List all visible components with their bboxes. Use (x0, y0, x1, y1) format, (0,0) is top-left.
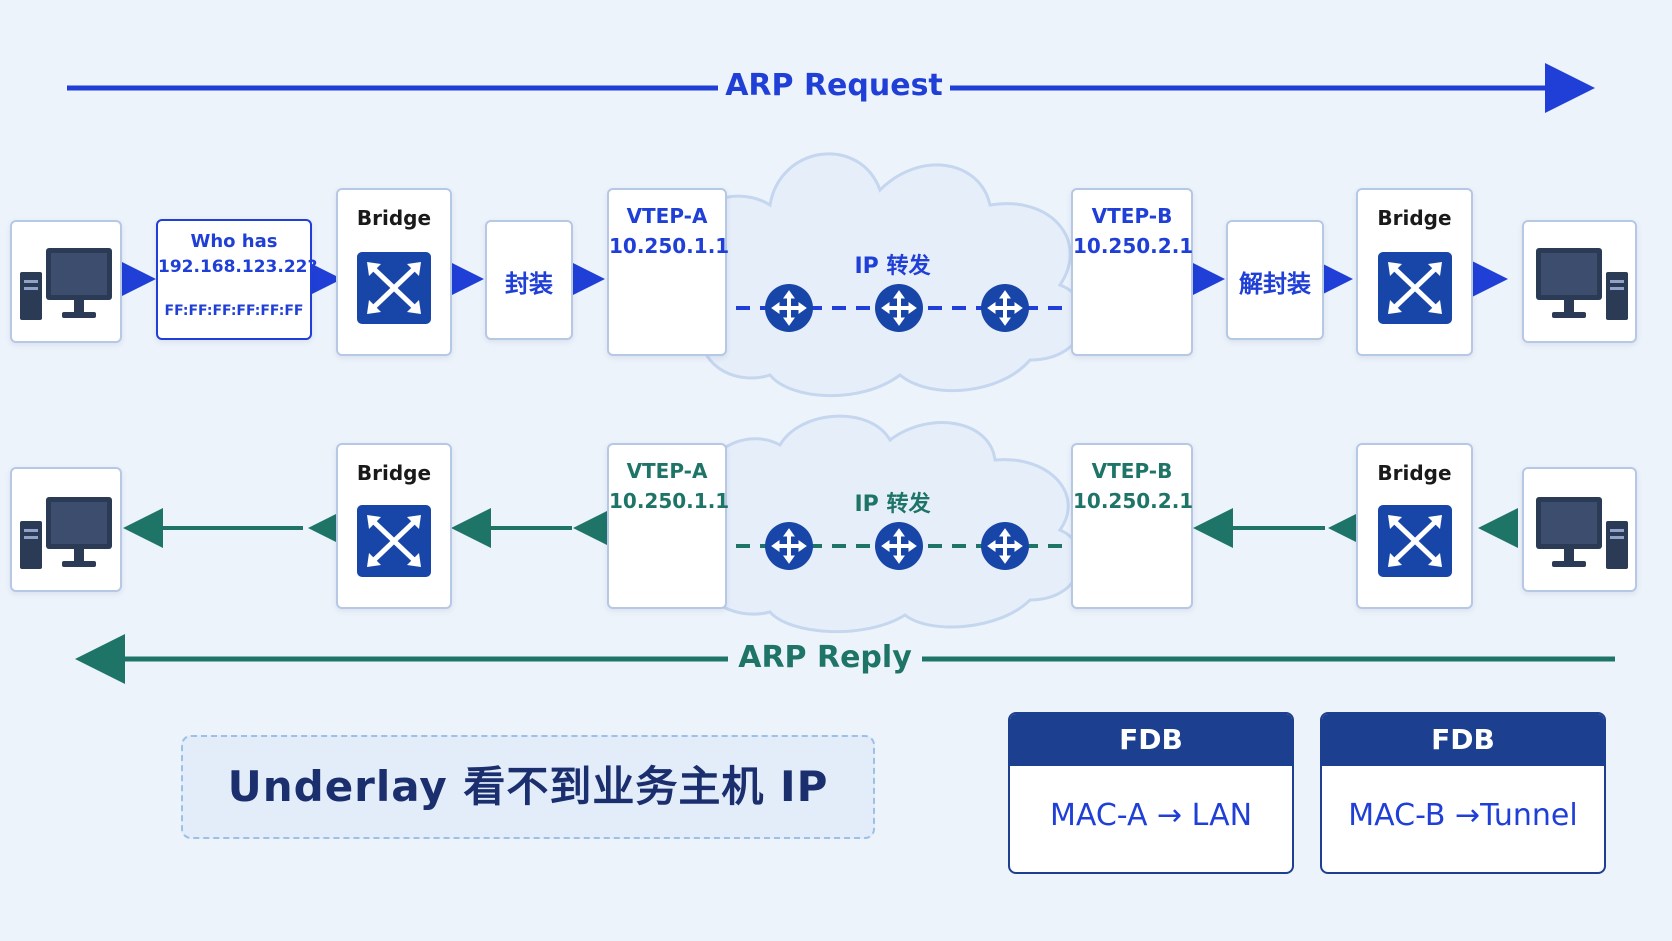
arp-query-box: Who has 192.168.123.22? FF:FF:FF:FF:FF:F… (156, 219, 318, 340)
fdb-entry: MAC-A → LAN (1049, 798, 1253, 833)
host-b-reply (1522, 467, 1637, 592)
host-a-reply (10, 467, 122, 592)
vtep-a-request: VTEP-A 10.250.1.1 (607, 188, 730, 356)
query-ip: 192.168.123.22? (158, 257, 318, 277)
ip-forward-label: IP 转发 (854, 254, 931, 279)
arp-request-title: ARP Request (725, 68, 943, 103)
bridge-label: Bridge (1377, 461, 1452, 485)
computer-icon (20, 497, 112, 569)
switch-icon (357, 252, 431, 324)
vtep-b-name: VTEP-B (1091, 204, 1173, 228)
underlay-note: Underlay 看不到业务主机 IP (181, 735, 875, 839)
query-who-has: Who has (190, 231, 278, 252)
encap-label: 封装 (505, 270, 553, 298)
switch-icon (1378, 505, 1452, 577)
fdb-table-b: FDB MAC-B →Tunnel (1320, 712, 1606, 874)
switch-icon (1378, 252, 1452, 324)
vtep-b-request: VTEP-B 10.250.2.1 (1071, 188, 1193, 356)
bridge-label: Bridge (356, 461, 432, 485)
vtep-b-reply: VTEP-B 10.250.2.1 (1071, 443, 1193, 609)
switch-icon (357, 505, 431, 577)
vtep-a-ip: 10.250.1.1 (609, 234, 730, 258)
bridge-label: Bridge (1377, 206, 1452, 230)
vtep-a-name: VTEP-A (626, 459, 708, 483)
fdb-header: FDB (1010, 714, 1292, 766)
query-mac: FF:FF:FF:FF:FF:FF (164, 303, 304, 319)
computer-icon (1536, 497, 1628, 569)
computer-icon (1536, 248, 1628, 320)
bridge-label: Bridge (356, 206, 432, 230)
encap-box: 封装 (485, 220, 573, 340)
vtep-b-name: VTEP-B (1091, 459, 1173, 483)
vtep-b-ip: 10.250.2.1 (1073, 489, 1194, 513)
vtep-b-ip: 10.250.2.1 (1073, 234, 1194, 258)
bridge-right-request: Bridge (1356, 188, 1473, 356)
fdb-header: FDB (1322, 714, 1604, 766)
decap-box: 解封装 (1226, 220, 1324, 340)
arp-reply-title: ARP Reply (738, 640, 912, 675)
vtep-a-ip: 10.250.1.1 (609, 489, 730, 513)
decap-label: 解封装 (1239, 270, 1311, 298)
host-b-request (1522, 220, 1637, 343)
ip-forward-label: IP 转发 (854, 492, 931, 517)
bridge-right-reply: Bridge (1356, 443, 1473, 609)
bridge-left-request: Bridge (336, 188, 452, 356)
vtep-a-reply: VTEP-A 10.250.1.1 (607, 443, 730, 609)
computer-icon (20, 248, 112, 320)
fdb-table-a: FDB MAC-A → LAN (1008, 712, 1294, 874)
vtep-a-name: VTEP-A (626, 204, 708, 228)
fdb-entry: MAC-B →Tunnel (1348, 798, 1578, 833)
host-a-request (10, 220, 122, 343)
bridge-left-reply: Bridge (336, 443, 452, 609)
